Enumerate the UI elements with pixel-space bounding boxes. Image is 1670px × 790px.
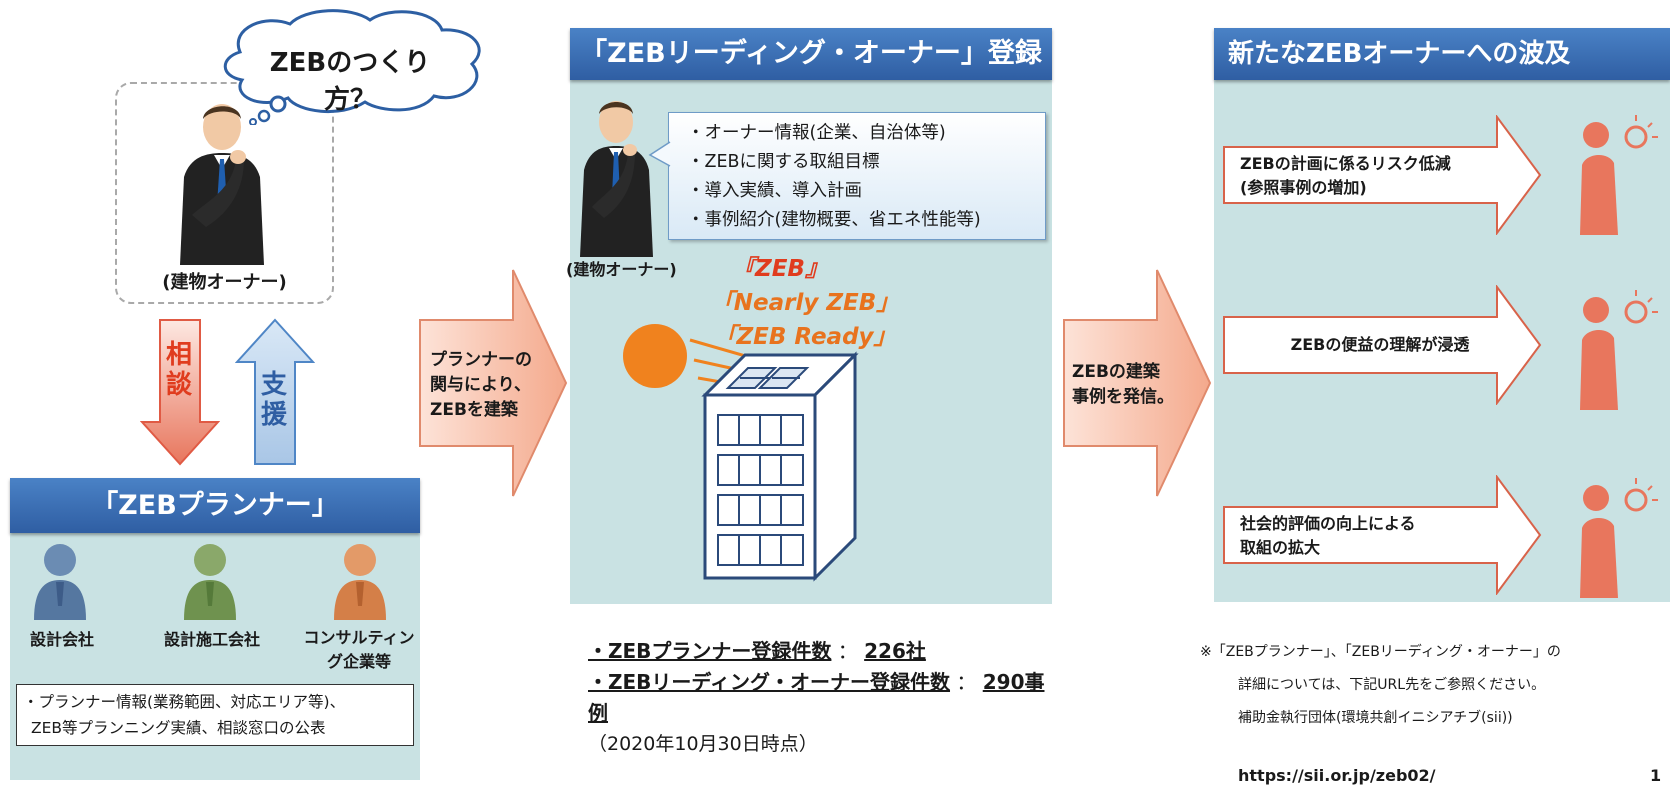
spread-header-text: 新たなZEBオーナーへの波及 [1228,39,1571,69]
zeb-label: 『ZEB』 [732,256,828,282]
thought-cloud [223,9,481,125]
stat-separator: ： [956,670,977,694]
nearly-zeb-label: 「Nearly ZEB」 [710,290,900,316]
arrow-text-line: 関与により、 [430,375,531,395]
flow-arrow-publish [1063,269,1212,497]
owner-info-bullet: ・ZEBに関する取組目標 [687,152,880,172]
zeb-level-labels: 『ZEB』 「Nearly ZEB」 「ZEB Ready」 [670,252,910,354]
person-icon-green [184,544,236,620]
benefit-line: 取組の拡大 [1240,538,1321,557]
flow-arrow-build [419,269,568,497]
benefit-arrow-1 [1223,115,1542,235]
note-line: ※「ZEBプランナー」、「ZEBリーディング・オーナー」の [1200,644,1561,660]
zeb-ready-label: 「ZEB Ready」 [713,324,897,350]
flow-arrow-publish-text: ZEBの建築 事例を発信。 [1072,360,1182,410]
consult-arrow [140,319,220,466]
benefit-text-3: 社会的評価の向上による 取組の拡大 [1240,512,1520,560]
arrow-text-line: ZEBを建築 [430,400,518,420]
company-label-design-build: 設計施工会社 [163,630,260,649]
spread-header: 新たなZEBオーナーへの波及 [1214,28,1670,80]
arrow-text-line: ZEBの建築 [1072,362,1160,382]
thought-cloud-shape [223,9,481,114]
person-icon-orange [334,544,386,620]
thought-bubble-dot [269,95,287,113]
owner-label: (建物オーナー) [162,272,287,293]
arrow-text-line: プランナーの [430,350,532,370]
stat-separator: ： [837,639,858,663]
thought-bubble-dot [249,118,257,125]
planner-count-row: ・ZEBプランナー登録件数 ： 226社 [588,636,1058,667]
planner-count-label: ・ZEBプランナー登録件数 [588,639,832,663]
note-line: 補助金執行団体(環境共創イニシアチブ(sii)) [1238,710,1513,726]
support-label: 支援 [261,370,288,430]
thought-bubble-dot [257,109,271,123]
benefit-arrow-3 [1223,475,1542,595]
planner-header: 「ZEBプランナー」 [10,478,420,533]
person-icon-blue [34,544,86,620]
idea-person-icon [1580,478,1658,598]
company-label-consulting: コンサルティング企業等 [303,628,415,671]
sii-url-link[interactable]: https://sii.or.jp/zeb02/ [1238,766,1436,785]
idea-person-icon [1580,290,1658,410]
benefit-line: (参照事例の増加) [1240,178,1367,197]
benefit-text-2: ZEBの便益の理解が浸透 [1240,333,1520,357]
owner-info-callout: ・オーナー情報(企業、自治体等) ・ZEBに関する取組目標 ・導入実績、導入計画… [668,112,1046,240]
center-owner-label: (建物オーナー) [566,260,677,279]
reference-note: ※「ZEBプランナー」、「ZEBリーディング・オーナー」の 詳細については、下記… [1200,636,1670,735]
benefit-line: 社会的評価の向上による [1240,514,1416,533]
consult-label: 相談 [166,340,193,400]
planner-count-value: 226社 [864,639,926,663]
sun-icon [623,324,687,388]
planner-info-line: ・プランナー情報(業務範囲、対応エリア等)、 [23,693,346,711]
flow-arrow-build-text: プランナーの 関与により、 ZEBを建築 [430,348,540,423]
owner-count-row: ・ZEBリーディング・オーナー登録件数 ： 290事例 [588,667,1058,729]
benefit-line: ZEBの便益の理解が浸透 [1290,335,1470,354]
idea-person-icon [1580,115,1658,235]
stats-asof: （2020年10月30日時点） [588,733,818,755]
thought-text: ZEBのつくり方？ [269,48,431,115]
building-illustration [623,324,859,582]
owner-count-value: 290事例 [588,670,1045,725]
owner-register-header: 「ZEBリーディング・オーナー」登録 [570,28,1052,80]
owner-info-bullet: ・オーナー情報(企業、自治体等) [687,123,946,143]
benefit-text-1: ZEBの計画に係るリスク低減 (参照事例の増加) [1240,152,1520,200]
businessman-icon [580,101,653,257]
benefit-arrow-2 [1223,285,1542,405]
page-number: 1 [1650,766,1662,785]
company-label-design: 設計会社 [29,630,94,649]
arrow-text-line: 事例を発信。 [1072,387,1174,407]
planner-info-line: ZEB等プランニング実績、相談窓口の公表 [31,719,326,737]
planner-info-box: ・プランナー情報(業務範囲、対応エリア等)、 ZEB等プランニング実績、相談窓口… [16,684,414,746]
support-arrow [235,318,315,465]
owner-info-bullet: ・導入実績、導入計画 [687,181,862,201]
owner-info-bullet: ・事例紹介(建物概要、省エネ性能等) [687,210,981,230]
thinking-man-icon [180,104,264,265]
registration-stats: ・ZEBプランナー登録件数 ： 226社 ・ZEBリーディング・オーナー登録件数… [588,636,1058,760]
owner-count-label: ・ZEBリーディング・オーナー登録件数 [588,670,951,694]
note-line: 詳細については、下記URL先をご参照ください。 [1238,677,1546,693]
callout-pointer [648,141,671,167]
benefit-line: ZEBの計画に係るリスク低減 [1240,154,1451,173]
